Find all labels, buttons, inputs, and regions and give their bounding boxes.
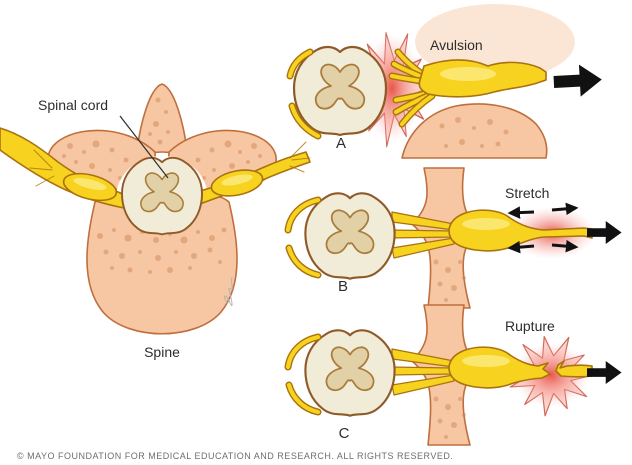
stretch-label: Stretch [505, 185, 549, 201]
panel-avulsion: Avulsion A [286, 4, 603, 159]
nerve-root-bundle-a [286, 48, 322, 140]
panel-letter-a: A [336, 135, 346, 152]
bone-speckles [62, 97, 262, 180]
pull-direction-arrow-a [553, 63, 603, 98]
avulsion-label: Avulsion [430, 37, 483, 53]
spinal-cord-pointer-line [119, 115, 169, 179]
pull-direction-arrow-c [587, 361, 622, 385]
torn-rootlets-lower [392, 88, 436, 128]
nerve-root-bundle-b [284, 196, 322, 279]
nerve-root-bundle-c [284, 333, 322, 416]
spine-label: Spine [144, 344, 180, 360]
injury-glow-c [513, 343, 589, 407]
panel-a-bone-speckles [439, 117, 509, 148]
stretch-arrows-icon [507, 202, 579, 254]
nerve-rootlets-c [389, 348, 455, 396]
spine-illustration: Spinal cord Spine [0, 83, 311, 360]
panel-stretch: Stretch B [284, 167, 622, 309]
spinal-cord-label: Spinal cord [38, 97, 108, 113]
panel-rupture: Rupture C [284, 304, 622, 446]
cord-cross-section-c [304, 329, 396, 417]
artist-signature [223, 277, 233, 306]
ruptured-nerve-distal [555, 360, 593, 378]
panel-letter-c: C [339, 425, 350, 442]
vertebral-body-speckles [97, 227, 227, 274]
panel-letter-b: B [338, 278, 348, 295]
spinous-process [135, 83, 189, 159]
cord-cross-section-a [292, 45, 388, 137]
spinal-nerve-right [195, 141, 311, 205]
panel-a-bone [401, 103, 548, 159]
rupture-label: Rupture [505, 318, 555, 334]
copyright-text: © MAYO FOUNDATION FOR MEDICAL EDUCATION … [17, 451, 453, 461]
cord-cross-section-b [304, 192, 396, 280]
